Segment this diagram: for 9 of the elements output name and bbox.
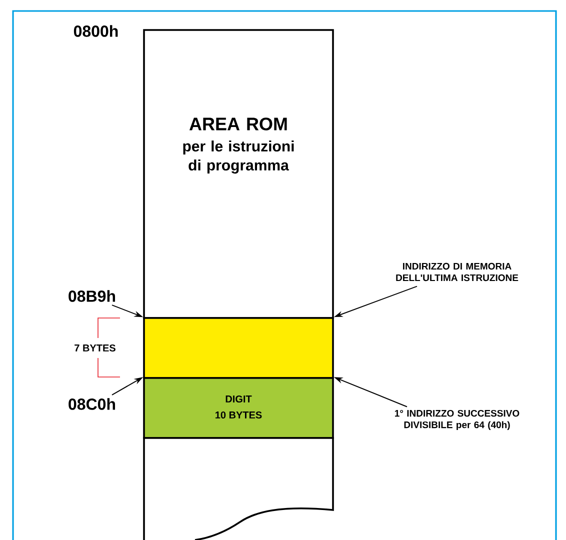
address-label: 0800h: [74, 25, 118, 37]
annotation: INDIRIZZO DI MEMORIA DELL'ULTIMA ISTRUZIONE: [396, 262, 518, 282]
memory-block: [143, 317, 334, 379]
address-label: 08C0h: [68, 398, 116, 410]
address-label: 08B9h: [68, 290, 116, 302]
size-label: 7 BYTES: [74, 344, 116, 352]
digit-block: DIGIT 10 BYTES: [143, 377, 334, 439]
annotation: 1° INDIRIZZO SUCCESSIVO DIVISIBILE per 64 (40h): [395, 410, 520, 430]
memory-column-end: [143, 437, 334, 540]
